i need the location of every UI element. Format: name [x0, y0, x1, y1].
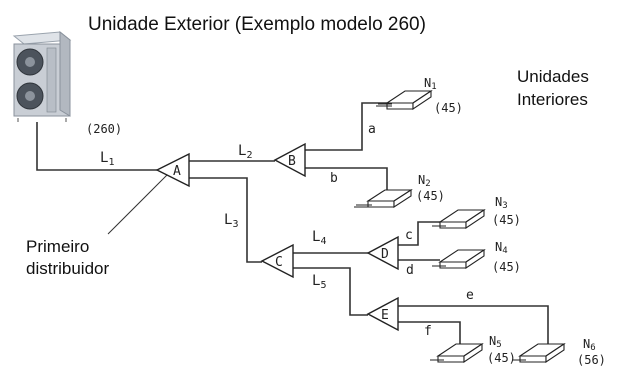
pipe-label-L3: L3 — [224, 212, 238, 230]
indoor-unit-N4: N4 (45) — [432, 240, 521, 274]
pipe-L3 — [189, 177, 262, 263]
pipe-label-L5: L5 — [312, 273, 326, 291]
pipe-b — [305, 167, 388, 190]
pipe-L1 — [36, 122, 157, 171]
indoor-cassette-icon — [430, 342, 484, 364]
outdoor-condenser-icon — [12, 30, 72, 122]
svg-text:(45): (45) — [492, 213, 521, 227]
diagram-title: Unidade Exterior (Exemplo modelo 260) — [88, 14, 426, 35]
svg-text:C: C — [275, 255, 283, 270]
first-distributor-label-line1: Primeiro — [26, 237, 89, 256]
indoor-units-label-line2: Interiores — [517, 90, 588, 109]
first-distributor-label-line2: distribuidor — [26, 259, 109, 278]
svg-text:(45): (45) — [434, 101, 463, 115]
distributor-E: E — [366, 296, 399, 332]
svg-text:N1: N1 — [424, 76, 437, 92]
pipe-label-L1: L1 — [100, 150, 114, 168]
svg-text:N3: N3 — [495, 195, 508, 211]
svg-text:D: D — [381, 247, 389, 262]
first-distributor-pointer — [107, 173, 169, 235]
svg-text:A: A — [173, 164, 181, 179]
svg-text:L3: L3 — [224, 212, 238, 230]
distributor-D: D — [366, 235, 399, 271]
svg-text:(45): (45) — [487, 351, 516, 365]
indoor-unit-N1: N1 (45) — [376, 76, 463, 115]
pipe-label-a: a — [368, 122, 376, 137]
pipe-c — [398, 221, 440, 246]
indoor-cassette-icon — [432, 208, 486, 230]
svg-text:L4: L4 — [312, 229, 326, 247]
svg-text:(56): (56) — [577, 353, 606, 367]
indoor-unit-N5: N5 (45) — [430, 334, 516, 365]
indoor-unit-N2: N2 (45) — [354, 173, 445, 209]
svg-text:L5: L5 — [312, 273, 326, 291]
indoor-cassette-icon — [512, 342, 566, 364]
indoor-unit-N3: N3 (45) — [432, 195, 521, 230]
pipe-label-b: b — [330, 171, 338, 186]
svg-text:L2: L2 — [238, 143, 252, 161]
svg-text:N5: N5 — [489, 334, 502, 350]
svg-text:B: B — [288, 154, 296, 169]
distributor-C: C — [260, 243, 294, 279]
pipe-label-L4: L4 — [312, 229, 326, 247]
pipe-L5 — [293, 267, 368, 316]
svg-text:L1: L1 — [100, 150, 114, 168]
pipe-label-L2: L2 — [238, 143, 252, 161]
distributor-B: B — [273, 142, 306, 178]
pipe-label-e: e — [466, 288, 474, 303]
svg-text:N6: N6 — [583, 337, 596, 353]
svg-text:(45): (45) — [416, 189, 445, 203]
indoor-cassette-icon — [354, 188, 413, 209]
indoor-cassette-icon — [376, 89, 433, 111]
indoor-cassette-icon — [432, 248, 486, 270]
pipe-a — [305, 102, 387, 151]
svg-text:N2: N2 — [418, 173, 431, 189]
pipe-e — [398, 305, 549, 352]
pipe-label-c: c — [405, 228, 413, 243]
svg-text:(45): (45) — [492, 260, 521, 274]
outdoor-capacity: (260) — [86, 122, 122, 136]
svg-text:E: E — [381, 308, 389, 323]
indoor-units-label-line1: Unidades — [517, 67, 589, 86]
indoor-unit-N6: N6 (56) — [512, 337, 606, 367]
distributor-A: A — [155, 152, 190, 188]
pipe-label-f: f — [424, 324, 432, 339]
pipe-f — [398, 321, 461, 350]
svg-text:N4: N4 — [495, 240, 508, 256]
pipe-label-d: d — [406, 263, 414, 278]
